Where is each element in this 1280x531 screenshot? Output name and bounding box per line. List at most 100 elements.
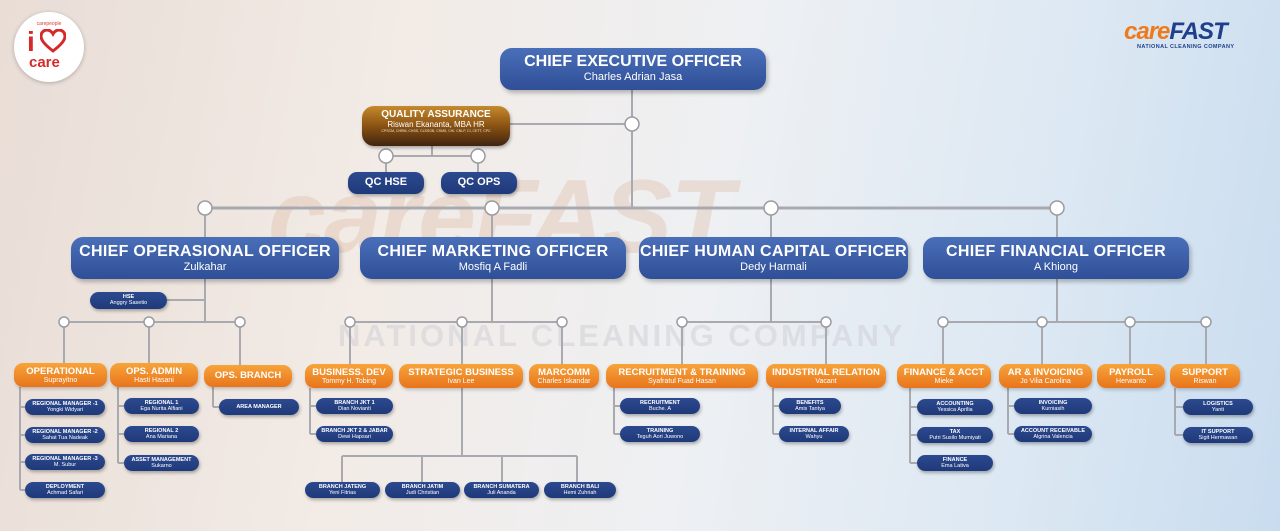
cmo-box: CHIEF MARKETING OFFICER Mosfiq A Fadli	[360, 237, 626, 279]
benefits-box: BENEFITS Amis Tantya	[779, 398, 841, 414]
industrial-relation-name: Vacant	[815, 378, 837, 385]
branch-jatim-name: Judi Christian	[405, 490, 440, 496]
asset-management-name: Sukarno	[151, 463, 172, 469]
internal-affair-box: INTERNAL AFFAIR Wahyu	[779, 426, 849, 442]
branch-jkt-1-name: Dian Novianti	[338, 406, 371, 412]
ops-branch-title: OPS. BRANCH	[214, 370, 282, 381]
branch-sumatera-title: BRANCH SUMATERA	[473, 484, 530, 490]
heart-icon	[40, 29, 66, 53]
logo-i: i	[27, 26, 35, 57]
tax-title: TAX	[949, 429, 961, 435]
deployment-box: DEPLOYMENT Achmad Safari	[25, 482, 105, 498]
rm1-name: Yongki Widyari	[46, 407, 84, 413]
tax-name: Putri Susilo Mumiyati	[929, 435, 981, 441]
branch-sumatera-name: Juli Ananda	[487, 490, 516, 496]
branch-jateng-box: BRANCH JATENG Yeni Fitrias	[305, 482, 380, 498]
hse-title: HSE	[122, 294, 135, 300]
marcomm-title: MARCOMM	[538, 367, 590, 378]
area-manager-title: AREA MANAGER	[236, 404, 282, 410]
branch-jkt-2-title: BRANCH JKT 2 & JABAR	[321, 428, 388, 434]
connector-node	[676, 316, 688, 328]
carefast-logo: careFAST NATIONAL CLEANING COMPANY	[1124, 18, 1256, 51]
invoicing-name: Kurniasih	[1041, 406, 1065, 412]
branch-bali-title: BRANCH BALI	[560, 484, 600, 490]
connector-node	[470, 148, 486, 164]
account-receivable-box: ACCOUNT RECEIVABLE Algrina Valencia	[1014, 426, 1092, 442]
branch-jateng-name: Yeni Fitrias	[328, 490, 356, 496]
connector-node	[456, 316, 468, 328]
payroll-title: PAYROLL	[1109, 367, 1153, 378]
industrial-relation-box: INDUSTRIAL RELATION Vacant	[766, 364, 886, 388]
regional-manager-3-box: REGIONAL MANAGER -3 M. Subur	[25, 454, 105, 470]
business-dev-title: BUSINESS. DEV	[312, 367, 386, 378]
qc-hse-box: QC HSE	[348, 172, 424, 194]
cfo-title: CHIEF FINANCIAL OFFICER	[946, 243, 1166, 260]
qa-title: QUALITY ASSURANCE	[381, 109, 491, 120]
recruitment-training-box: RECRUITMENT & TRAINING Syafratul Fuad Ha…	[606, 364, 758, 388]
ops-admin-box: OPS. ADMIN Hasti Hasani	[110, 363, 198, 387]
ops-admin-title: OPS. ADMIN	[125, 366, 183, 377]
qc-ops-box: QC OPS	[441, 172, 517, 194]
branch-jkt-2-name: Dewi Hapsari	[338, 434, 371, 440]
cmo-title: CHIEF MARKETING OFFICER	[377, 243, 609, 260]
area-manager-box: AREA MANAGER	[219, 399, 299, 415]
it-support-name: Sigit Hermawan	[1198, 435, 1238, 441]
cfo-box: CHIEF FINANCIAL OFFICER A Khiong	[923, 237, 1189, 279]
connector-node	[344, 316, 356, 328]
cmo-name: Mosfiq A Fadli	[458, 261, 528, 273]
accounting-box: ACCOUNTING Yessica Aprilia	[917, 399, 993, 415]
regional-1-box: REGIONAL 1 Ega Nurita Alfiani	[124, 398, 199, 414]
it-support-title: IT SUPPORT	[1201, 429, 1235, 435]
training-title: TRAINING	[646, 428, 674, 434]
finance-box: FINANCE Ema Lativa	[917, 455, 993, 471]
coo-name: Zulkahar	[183, 261, 227, 273]
logistics-name: Yanti	[1211, 407, 1225, 413]
i-care-logo: carepeople i care	[14, 12, 84, 82]
recruitment-title: RECRUITMENT	[639, 400, 681, 406]
connector-node	[937, 316, 949, 328]
benefits-name: Amis Tantya	[795, 406, 825, 412]
support-name: Riswan	[1193, 378, 1217, 385]
connector-node	[1124, 316, 1136, 328]
chco-title: CHIEF HUMAN CAPITAL OFFICER	[639, 243, 908, 260]
logo-fast-word: FAST	[1169, 18, 1227, 45]
rm3-name: M. Subur	[53, 462, 77, 468]
branch-jkt-1-title: BRANCH JKT 1	[334, 400, 375, 406]
finance-acct-name: Mieke	[934, 378, 954, 385]
account-receivable-name: Algrina Valencia	[1033, 434, 1073, 440]
regional-1-title: REGIONAL 1	[144, 400, 179, 406]
connector-node	[763, 200, 779, 216]
ops-branch-box: OPS. BRANCH	[204, 365, 292, 387]
connector-node	[820, 316, 832, 328]
logistics-title: LOGISTICS	[1203, 401, 1233, 407]
deployment-name: Achmad Safari	[46, 490, 84, 496]
recruitment-name: Buche. A	[648, 406, 672, 412]
qc-ops-title: QC OPS	[457, 176, 501, 188]
logo-care-word: care	[1124, 18, 1170, 45]
support-box: SUPPORT Riswan	[1170, 364, 1240, 388]
connector-node	[234, 316, 246, 328]
internal-affair-name: Wahyu	[805, 434, 823, 440]
rm2-title: REGIONAL MANAGER -2	[32, 429, 98, 435]
operational-name: Suprayitno	[43, 377, 78, 384]
finance-acct-box: FINANCE & ACCT Mieke	[897, 364, 991, 388]
branch-jatim-title: BRANCH JATIM	[401, 484, 444, 490]
connector-node	[378, 148, 394, 164]
cfo-name: A Khiong	[1033, 261, 1079, 273]
recruitment-training-title: RECRUITMENT & TRAINING	[618, 367, 746, 378]
coo-box: CHIEF OPERASIONAL OFFICER Zulkahar	[71, 237, 339, 279]
logo-small-text: carepeople	[36, 21, 62, 27]
chco-box: CHIEF HUMAN CAPITAL OFFICER Dedy Harmali	[639, 237, 908, 279]
recruitment-training-name: Syafratul Fuad Hasan	[648, 378, 716, 385]
operational-box: OPERATIONAL Suprayitno	[14, 363, 107, 387]
branch-jkt-1-box: BRANCH JKT 1 Dian Novianti	[316, 398, 393, 414]
branch-jateng-title: BRANCH JATENG	[318, 484, 367, 490]
regional-2-name: Ana Mariana	[145, 434, 178, 440]
connector-node	[1036, 316, 1048, 328]
qc-hse-title: QC HSE	[364, 176, 408, 188]
industrial-relation-title: INDUSTRIAL RELATION	[772, 367, 880, 378]
ceo-box: CHIEF EXECUTIVE OFFICER Charles Adrian J…	[500, 48, 766, 90]
payroll-box: PAYROLL Herwanto	[1097, 364, 1165, 388]
branch-bali-name: Hemi Zuhriah	[563, 490, 597, 496]
